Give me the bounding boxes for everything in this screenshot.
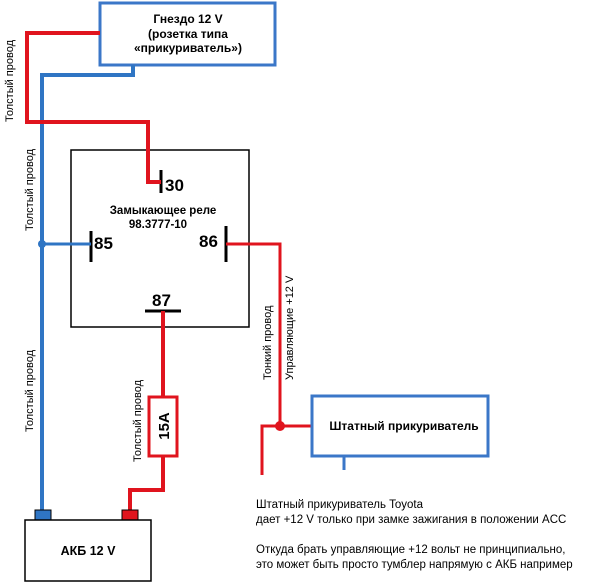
note-line-2: дает +12 V только при замке зажигания в … — [256, 514, 567, 526]
stock-lighter-box — [310, 394, 490, 458]
stock-lighter-label: Штатный прикуриватель — [329, 419, 478, 433]
thick-wire-label-3: Толстый провод — [24, 349, 36, 432]
battery — [24, 519, 152, 582]
pin-30-label: 30 — [165, 176, 184, 195]
thick-wire-label-1: Толстый провод — [4, 39, 16, 122]
relay-box — [70, 149, 250, 328]
relay-model: 98.3777-10 — [129, 219, 187, 231]
fuse — [147, 395, 179, 458]
battery-label: АКБ 12 V — [61, 544, 116, 558]
control-wire-stub — [260, 424, 312, 475]
fuse-label: 15A — [156, 412, 173, 440]
pin-85-label: 85 — [94, 234, 113, 253]
control-voltage-label: Управляющие +12 V — [284, 275, 296, 380]
pin-87-label: 87 — [152, 291, 171, 310]
thin-wire-label: Тонкий провод — [262, 305, 274, 380]
socket-box-subtitle: (розетка типа — [148, 27, 228, 41]
relay-title: Замыкающее реле — [110, 205, 217, 217]
note-line-4: это может быть просто тумблер напрямую с… — [256, 559, 573, 571]
negative-junction-dot — [38, 240, 46, 248]
socket-box-title: Гнездо 12 V — [153, 12, 222, 26]
positive-wire-fuse-to-battery — [128, 456, 165, 511]
socket-box-subtitle-2: «прикуриватель») — [134, 41, 242, 55]
control-wire-86 — [226, 242, 282, 426]
thick-wire-label-4: Толстый провод — [132, 379, 144, 462]
note-line-1: Штатный прикуриватель Toyota — [256, 499, 424, 511]
pin-86-label: 86 — [199, 232, 218, 251]
note-line-3: Откуда брать управляющие +12 вольт не пр… — [256, 544, 566, 556]
positive-wire-to-pin-30 — [25, 31, 161, 184]
thick-wire-label-2: Толстый провод — [24, 148, 36, 231]
control-junction-dot — [275, 421, 285, 431]
negative-wire — [40, 65, 135, 511]
